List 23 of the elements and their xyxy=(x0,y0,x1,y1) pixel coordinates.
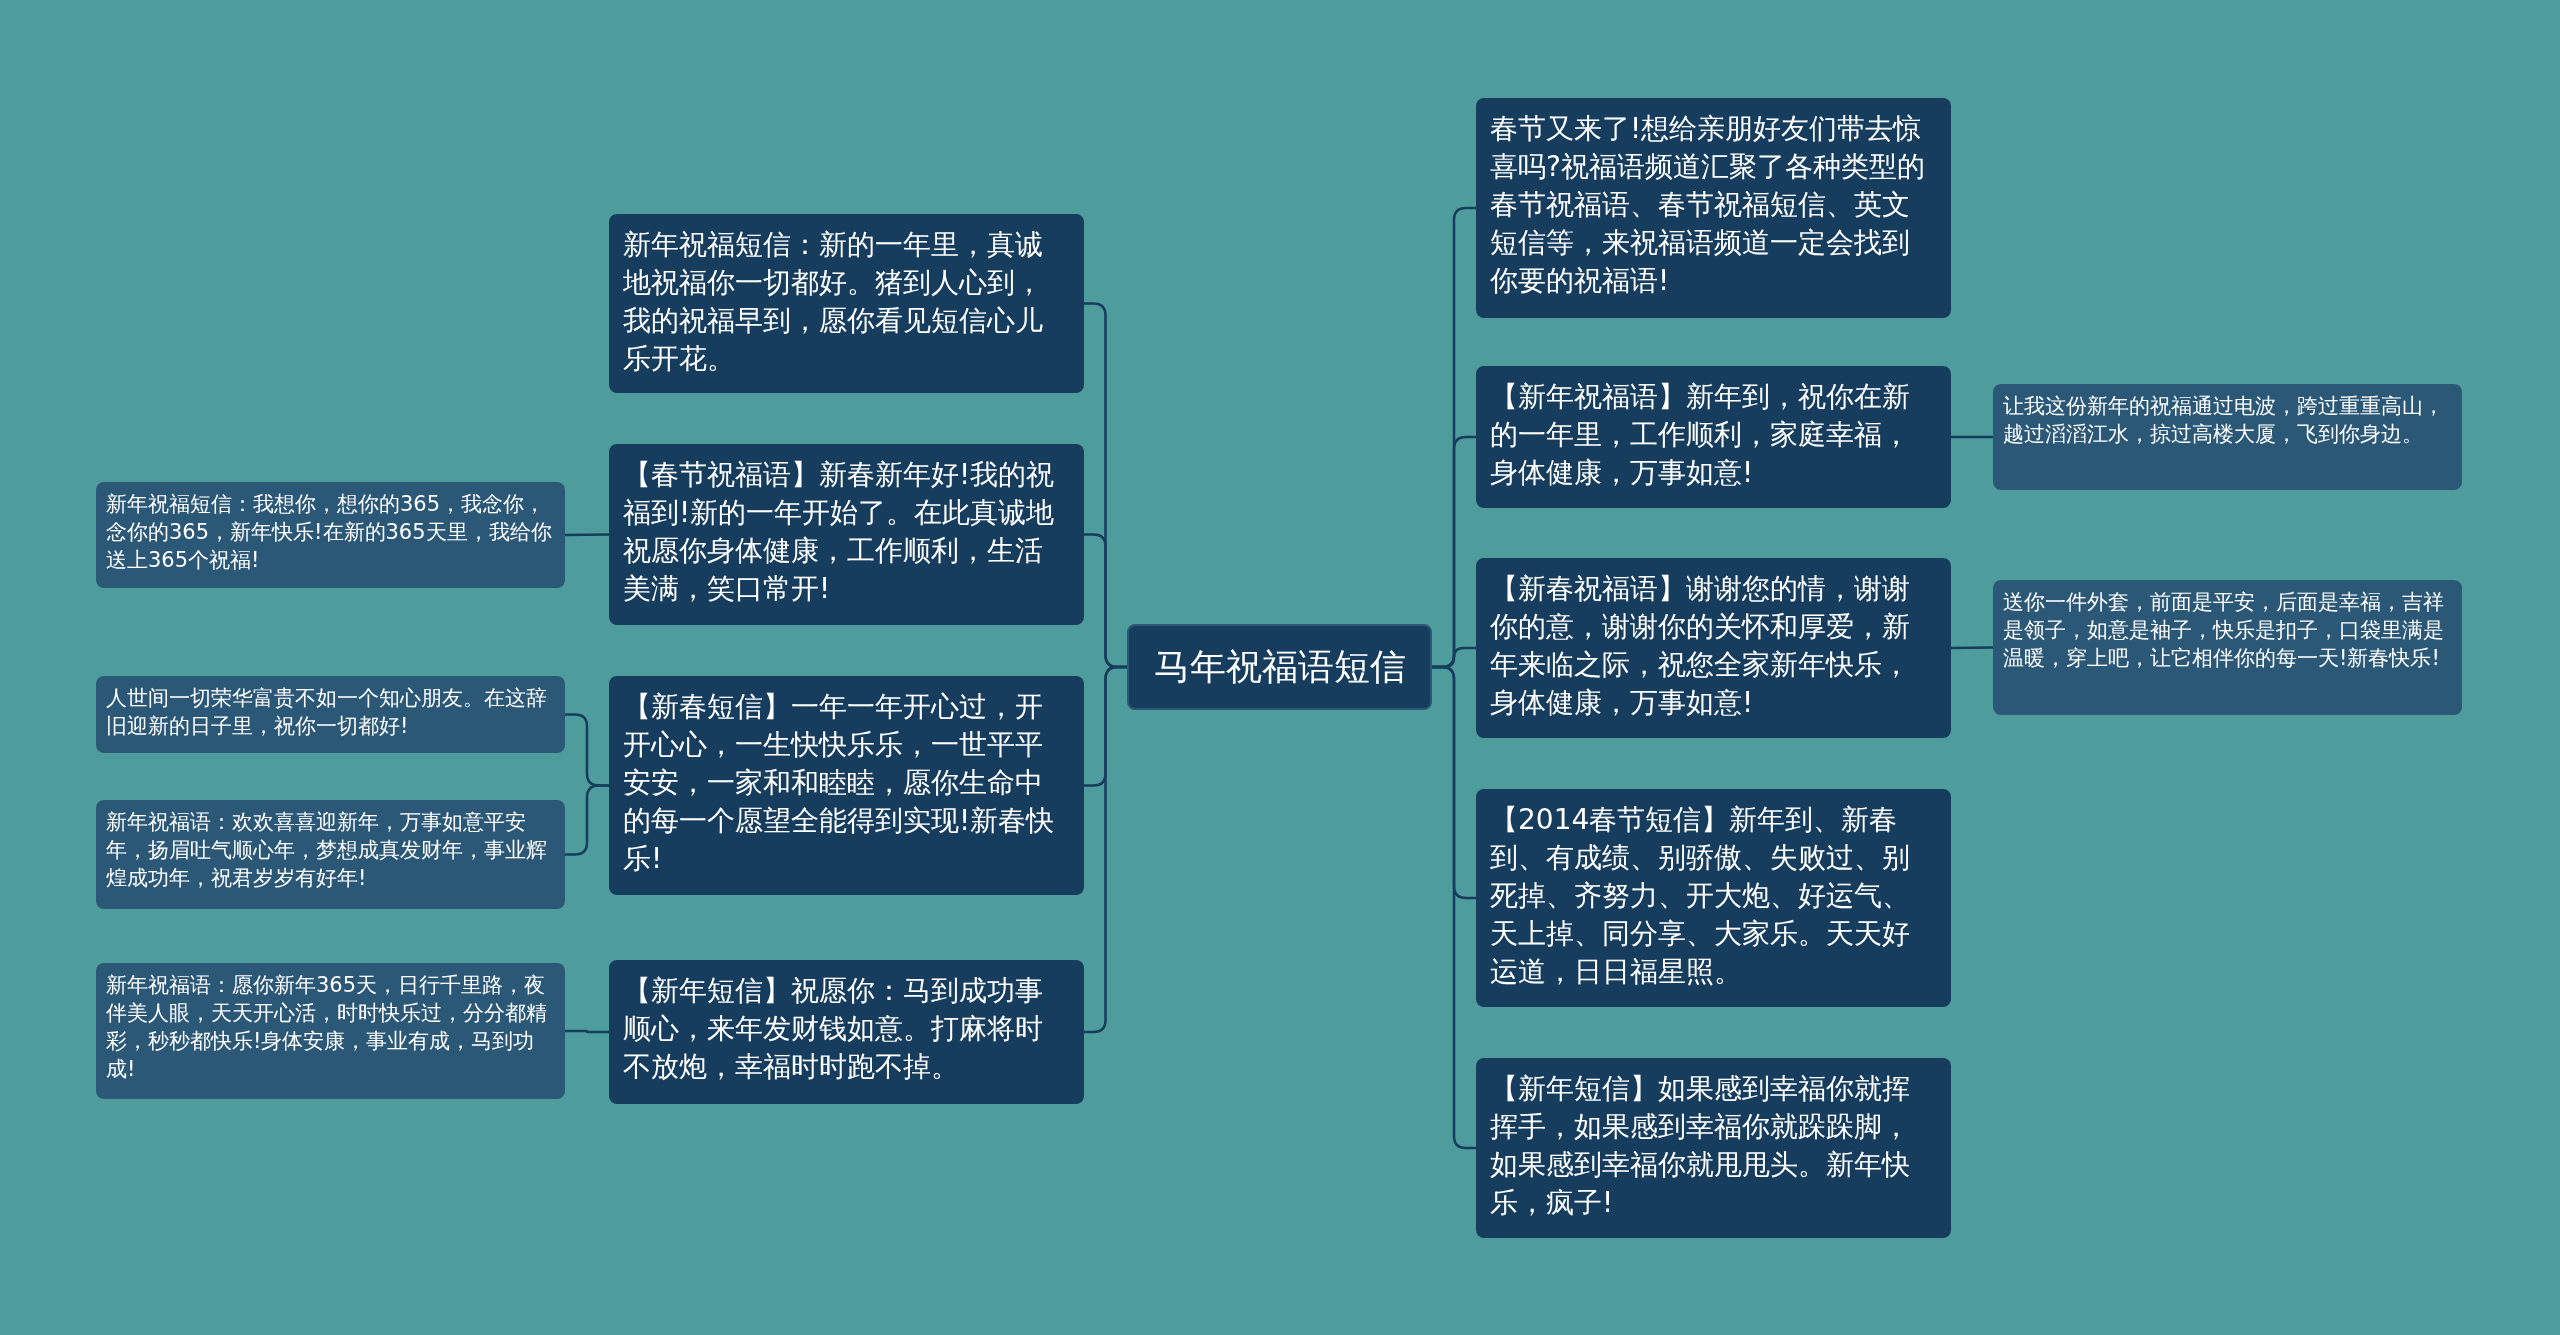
connector-line xyxy=(1084,665,1127,1034)
topic-box: 【新年短信】祝愿你：马到成功事顺心，来年发财钱如意。打麻将时不放炮，幸福时时跑不掉。 xyxy=(609,960,1084,1104)
topic-box: 春节又来了!想给亲朋好友们带去惊喜吗?祝福语频道汇聚了各种类型的春节祝福语、春节祝福短信、英文短信等，来祝福语频道一定会找到你要的祝福语! xyxy=(1476,98,1951,318)
topic-box: 【春节祝福语】新春新年好!我的祝福到!新的一年开始了。在此真诚地祝愿你身体健康，工作顺利，生活美满，笑口常开! xyxy=(609,444,1084,625)
subtopic-box: 新年祝福语：欢欢喜喜迎新年，万事如意平安年，扬眉吐气顺心年，梦想成真发财年，事业辉煌成功年，祝君岁岁有好年! xyxy=(96,800,565,909)
topic-box: 【新春祝福语】谢谢您的情，谢谢你的意，谢谢你的关怀和厚爱，新年来临之际，祝您全家新年快乐，身体健康，万事如意! xyxy=(1476,558,1951,738)
subtopic-box: 新年祝福短信：我想你，想你的365，我念你，念你的365，新年快乐!在新的365天里，我给你送上365个祝福! xyxy=(96,482,565,588)
connector-line xyxy=(1951,646,1993,650)
subtopic-box: 人世间一切荣华富贵不如一个知心朋友。在这辞旧迎新的日子里，祝你一切都好! xyxy=(96,676,565,753)
connector-line xyxy=(565,1029,609,1034)
topic-box: 【新年短信】如果感到幸福你就挥挥手，如果感到幸福你就跺跺脚，如果感到幸福你就甩甩头。新年快乐，疯子! xyxy=(1476,1058,1951,1238)
connector-line xyxy=(565,784,609,856)
topic-box: 新年祝福短信：新的一年里，真诚地祝福你一切都好。猪到人心到，我的祝福早到，愿你看见短信心儿乐开花。 xyxy=(609,214,1084,393)
central-topic-box: 马年祝福语短信 xyxy=(1127,624,1432,710)
subtopic-box: 让我这份新年的祝福通过电波，跨过重重高山，越过滔滔江水，掠过高楼大厦，飞到你身边。 xyxy=(1993,384,2462,490)
topic-box: 【新春短信】一年一年开心过，开开心心，一生快快乐乐，一世平平安安，一家和和睦睦，愿你生命中的每一个愿望全能得到实现!新春快乐! xyxy=(609,676,1084,895)
connector-line xyxy=(565,533,609,537)
subtopic-box: 新年祝福语：愿你新年365天，日行千里路，夜伴美人眼，天天开心活，时时快乐过，分分都精彩，秒秒都快乐!身体安康，事业有成，马到功成! xyxy=(96,963,565,1099)
subtopic-box: 送你一件外套，前面是平安，后面是幸福，吉祥是领子，如意是袖子，快乐是扣子，口袋里满是温暖，穿上吧，让它相伴你的每一天!新春快乐! xyxy=(1993,580,2462,715)
connector-line xyxy=(1432,665,1476,1150)
connector-line xyxy=(1951,435,1993,439)
topic-box: 【2014春节短信】新年到、新春到、有成绩、别骄傲、失败过、别死掉、齐努力、开大炮、好运气、天上掉、同分享、大家乐。天天好运道，日日福星照。 xyxy=(1476,789,1951,1007)
topic-box: 【新年祝福语】新年到，祝你在新的一年里，工作顺利，家庭幸福，身体健康，万事如意! xyxy=(1476,366,1951,508)
